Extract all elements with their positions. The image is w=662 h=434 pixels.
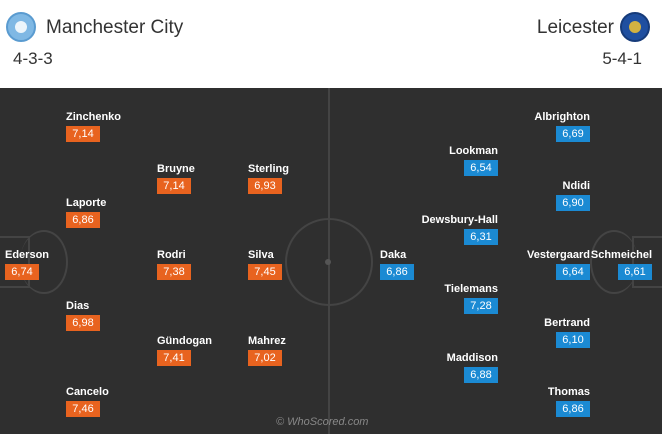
player-rating: 7,38 [157,264,191,280]
home-formation: 4-3-3 [13,49,53,68]
player-card[interactable]: Ndidi 6,90 [556,180,590,211]
centre-circle [285,218,373,306]
player-rating: 6,88 [464,367,498,383]
player-name: Ndidi [562,180,591,192]
player-card[interactable]: Rodri 7,38 [157,249,191,280]
player-name: Dias [66,300,90,312]
player-card[interactable]: Bruyne 7,14 [157,163,195,194]
player-card[interactable]: Ederson 6,74 [5,249,49,280]
away-formation: 5-4-1 [602,49,642,68]
player-rating: 7,45 [248,264,282,280]
player-card[interactable]: Vestergaard 6,64 [527,249,590,280]
player-rating: 6,10 [556,332,590,348]
player-card[interactable]: Dewsbury-Hall 6,31 [422,214,498,245]
player-rating: 6,54 [464,160,498,176]
player-rating: 6,86 [556,401,590,417]
player-card[interactable]: Dias 6,98 [66,300,100,331]
right-penalty-arc [590,230,638,294]
player-card[interactable]: Bertrand 6,10 [544,317,590,348]
player-name: Ederson [5,249,50,261]
player-name: Thomas [547,386,590,398]
player-name: Laporte [66,197,107,209]
player-card[interactable]: Gündogan 7,41 [157,335,212,366]
player-rating: 7,46 [66,401,100,417]
player-card[interactable]: Lookman 6,54 [449,145,498,176]
player-rating: 6,93 [248,178,282,194]
player-name: Cancelo [66,386,109,398]
player-rating: 6,86 [380,264,414,280]
player-name: Silva [248,249,274,261]
player-rating: 7,41 [157,350,191,366]
player-rating: 6,74 [5,264,39,280]
player-name: Dewsbury-Hall [421,214,498,226]
player-name: Vestergaard [527,249,590,261]
player-name: Albrighton [534,111,590,123]
match-header: Manchester City 4-3-3 Leicester 5-4-1 [0,0,662,88]
player-rating: 6,61 [618,264,652,280]
player-name: Gündogan [157,335,212,347]
player-card[interactable]: Schmeichel 6,61 [591,249,652,280]
player-card[interactable]: Tielemans 7,28 [444,283,498,314]
player-name: Rodri [157,249,186,261]
player-rating: 6,98 [66,315,100,331]
player-name: Daka [380,249,407,261]
player-rating: 6,69 [556,126,590,142]
player-rating: 7,02 [248,350,282,366]
player-rating: 6,31 [464,229,498,245]
player-card[interactable]: Daka 6,86 [380,249,414,280]
player-card[interactable]: Silva 7,45 [248,249,282,280]
player-card[interactable]: Thomas 6,86 [548,386,590,417]
player-card[interactable]: Albrighton 6,69 [534,111,590,142]
player-name: Mahrez [248,335,286,347]
manchester-city-crest-icon [6,12,36,42]
player-card[interactable]: Mahrez 7,02 [248,335,286,366]
player-rating: 7,14 [157,178,191,194]
player-rating: 6,64 [556,264,590,280]
pitch [0,88,662,434]
player-card[interactable]: Cancelo 7,46 [66,386,109,417]
player-rating: 7,14 [66,126,100,142]
player-card[interactable]: Zinchenko 7,14 [66,111,121,142]
player-name: Schmeichel [590,249,652,261]
player-name: Maddison [446,352,498,364]
home-team-name[interactable]: Manchester City [46,17,184,38]
player-rating: 6,90 [556,195,590,211]
player-name: Bruyne [157,163,195,175]
player-name: Tielemans [444,283,498,295]
left-penalty-arc [20,230,68,294]
player-name: Lookman [449,145,498,157]
centre-spot [325,259,331,265]
player-name: Bertrand [544,317,590,329]
player-card[interactable]: Laporte 6,86 [66,197,106,228]
player-rating: 6,86 [66,212,100,228]
player-name: Sterling [248,163,289,175]
player-card[interactable]: Sterling 6,93 [248,163,289,194]
away-team-name[interactable]: Leicester [536,17,614,38]
whoscored-watermark: © WhoScored.com [276,416,369,428]
player-rating: 7,28 [464,298,498,314]
leicester-crest-icon [620,12,650,42]
player-name: Zinchenko [66,111,122,123]
player-card[interactable]: Maddison 6,88 [447,352,498,383]
